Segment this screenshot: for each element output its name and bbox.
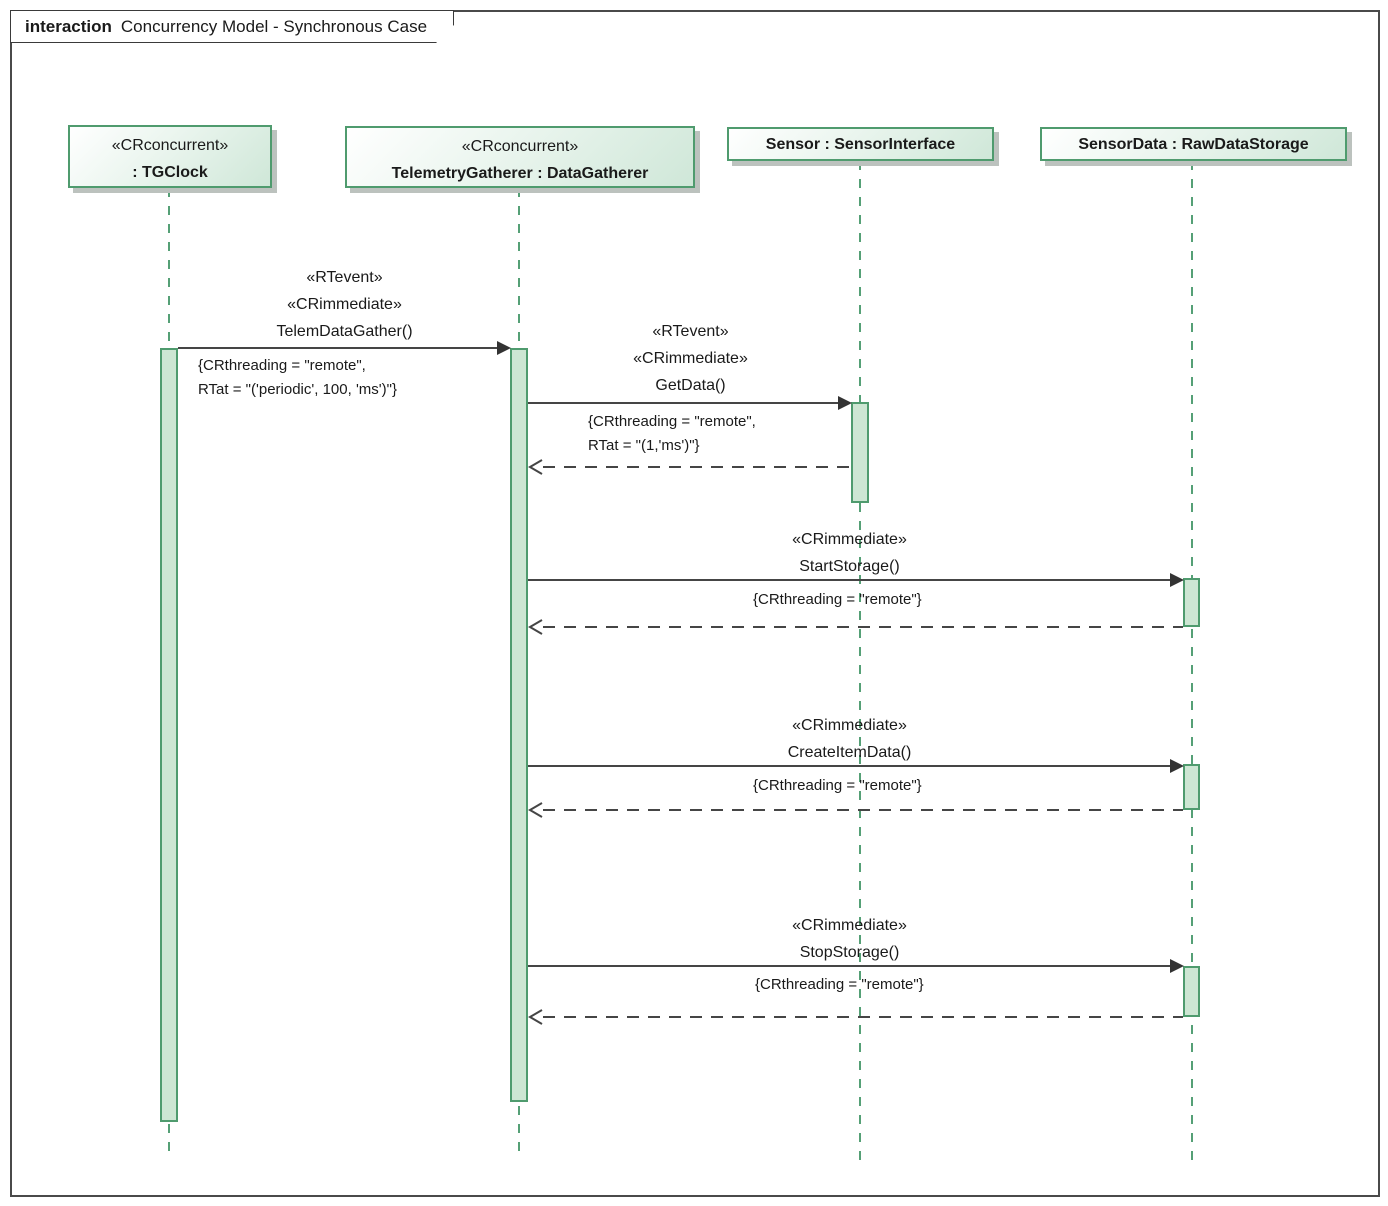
message-stereotype: «RTevent»	[652, 323, 729, 340]
message-arrow-getdata	[528, 402, 838, 404]
activation-tgclock	[160, 348, 178, 1122]
lifeline-head-telemetrygatherer: «CRconcurrent» TelemetryGatherer : DataG…	[345, 126, 695, 188]
arrowhead-icon	[838, 396, 852, 410]
frame-keyword: interaction	[25, 16, 112, 36]
message-arrow-telemdatagather	[178, 347, 498, 349]
message-stereotype: «CRimmediate»	[287, 296, 402, 313]
arrowhead-icon	[1170, 573, 1184, 587]
frame-title-tab: interaction Concurrency Model - Synchron…	[10, 10, 454, 43]
constraint-line: {CRthreading = "remote",	[588, 413, 756, 430]
message-stereotype: «RTevent»	[306, 269, 383, 286]
constraint-line: {CRthreading = "remote"}	[753, 777, 922, 794]
activation-telemetrygatherer	[510, 348, 528, 1102]
message-name: TelemDataGather()	[276, 323, 413, 340]
constraint-line: {CRthreading = "remote",	[198, 357, 366, 374]
message-constraint: {CRthreading = "remote", RTat = "('perio…	[198, 354, 397, 402]
message-stereotype: «CRimmediate»	[792, 917, 907, 934]
message-label-getdata: «RTevent» «CRimmediate» GetData()	[529, 318, 852, 399]
lifeline-stereotype: «CRconcurrent»	[111, 137, 229, 154]
activation-sensor	[851, 402, 869, 503]
open-arrowhead-icon	[528, 1009, 543, 1025]
message-label-createitemdata: «CRimmediate» CreateItemData()	[529, 712, 1170, 766]
message-name: StopStorage()	[799, 944, 900, 961]
lifeline-sensor	[859, 161, 861, 1160]
constraint-line: RTat = "('periodic', 100, 'ms')"}	[198, 381, 397, 398]
return-arrow-createitemdata	[543, 809, 1183, 811]
arrowhead-icon	[497, 341, 511, 355]
open-arrowhead-icon	[528, 619, 543, 635]
open-arrowhead-icon	[528, 459, 543, 475]
lifeline-stereotype: «CRconcurrent»	[461, 138, 579, 155]
message-name: CreateItemData()	[787, 744, 912, 761]
lifeline-head-tgclock: «CRconcurrent» : TGClock	[68, 125, 272, 188]
constraint-line: RTat = "(1,'ms')"}	[588, 437, 700, 454]
return-arrow-startstorage	[543, 626, 1183, 628]
message-constraint: {CRthreading = "remote"}	[755, 973, 924, 997]
message-label-telemdatagather: «RTevent» «CRimmediate» TelemDataGather(…	[178, 264, 511, 345]
message-constraint: {CRthreading = "remote"}	[753, 774, 922, 798]
message-constraint: {CRthreading = "remote", RTat = "(1,'ms'…	[588, 410, 756, 458]
activation-sensordata-createitemdata	[1183, 764, 1200, 810]
message-arrow-stopstorage	[528, 965, 1170, 967]
lifeline-name: : TGClock	[132, 164, 208, 181]
message-stereotype: «CRimmediate»	[792, 717, 907, 734]
message-arrow-createitemdata	[528, 765, 1170, 767]
message-name: StartStorage()	[799, 558, 900, 575]
lifeline-name: Sensor : SensorInterface	[765, 135, 956, 153]
constraint-line: {CRthreading = "remote"}	[753, 591, 922, 608]
lifeline-name: TelemetryGatherer : DataGatherer	[391, 165, 649, 182]
message-stereotype: «CRimmediate»	[633, 350, 748, 367]
return-arrow-stopstorage	[543, 1016, 1183, 1018]
return-arrow-getdata	[543, 466, 851, 468]
constraint-line: {CRthreading = "remote"}	[755, 976, 924, 993]
message-name: GetData()	[655, 377, 726, 394]
message-arrow-startstorage	[528, 579, 1170, 581]
arrowhead-icon	[1170, 959, 1184, 973]
open-arrowhead-icon	[528, 802, 543, 818]
message-constraint: {CRthreading = "remote"}	[753, 588, 922, 612]
lifeline-name: SensorData : RawDataStorage	[1078, 135, 1309, 153]
activation-sensordata-stopstorage	[1183, 966, 1200, 1017]
message-label-startstorage: «CRimmediate» StartStorage()	[529, 526, 1170, 580]
activation-sensordata-startstorage	[1183, 578, 1200, 627]
message-label-stopstorage: «CRimmediate» StopStorage()	[529, 912, 1170, 966]
arrowhead-icon	[1170, 759, 1184, 773]
lifeline-head-sensor: Sensor : SensorInterface	[727, 127, 994, 161]
lifeline-head-sensordata: SensorData : RawDataStorage	[1040, 127, 1347, 161]
interaction-frame	[10, 10, 1380, 1197]
frame-title: Concurrency Model - Synchronous Case	[120, 16, 428, 36]
lifeline-sensordata	[1191, 161, 1193, 1160]
message-stereotype: «CRimmediate»	[792, 531, 907, 548]
